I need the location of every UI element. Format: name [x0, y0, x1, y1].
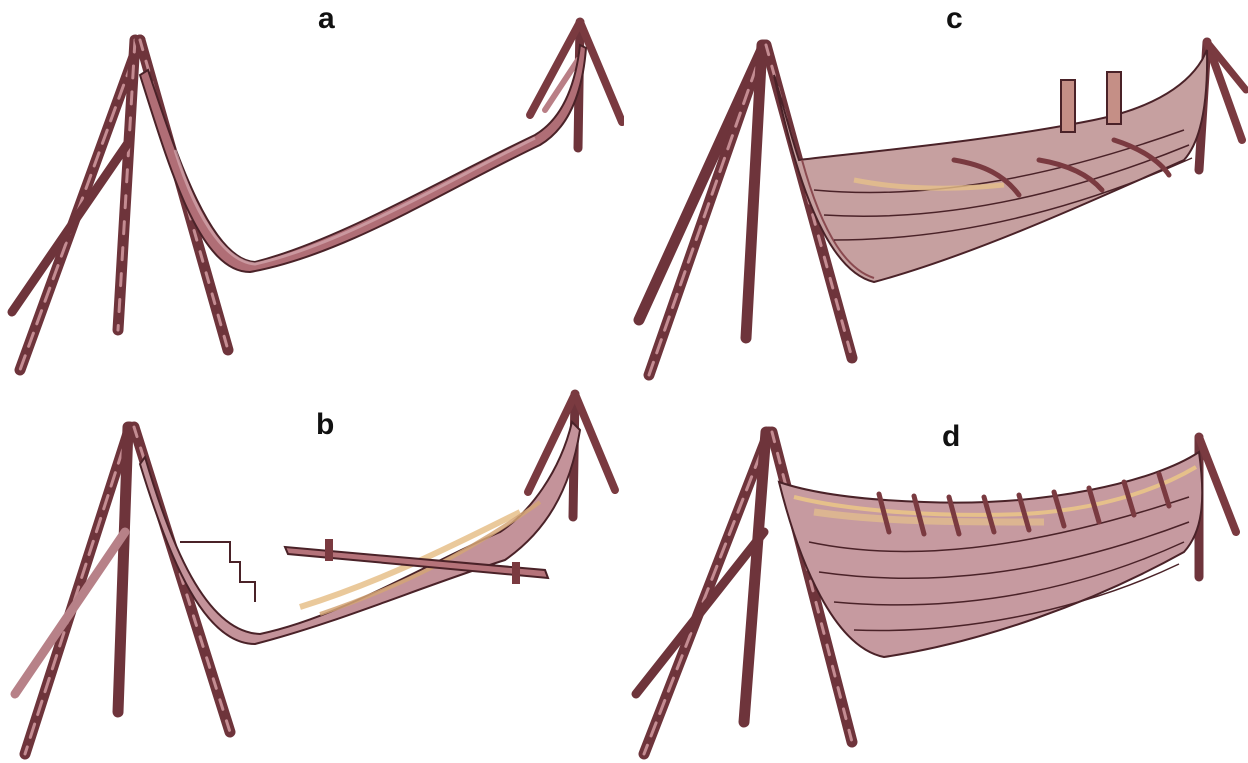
stage-c-illustration	[624, 0, 1248, 381]
hull-shell	[779, 452, 1202, 657]
panel-d: d	[624, 382, 1248, 763]
panel-a: a	[0, 0, 624, 381]
stage-d-illustration	[624, 382, 1248, 763]
panel-label-c: c	[946, 4, 963, 34]
panel-label-d: d	[942, 422, 960, 452]
panel-c: c	[624, 0, 1248, 381]
panel-label-a: a	[318, 4, 335, 34]
panel-label-b: b	[316, 410, 334, 440]
stage-a-illustration	[0, 0, 624, 381]
keel-plank	[140, 45, 586, 272]
stage-b-illustration	[0, 382, 624, 763]
panel-b: b	[0, 382, 624, 763]
stern-trestle	[1199, 437, 1236, 577]
hull-planking	[140, 422, 580, 644]
